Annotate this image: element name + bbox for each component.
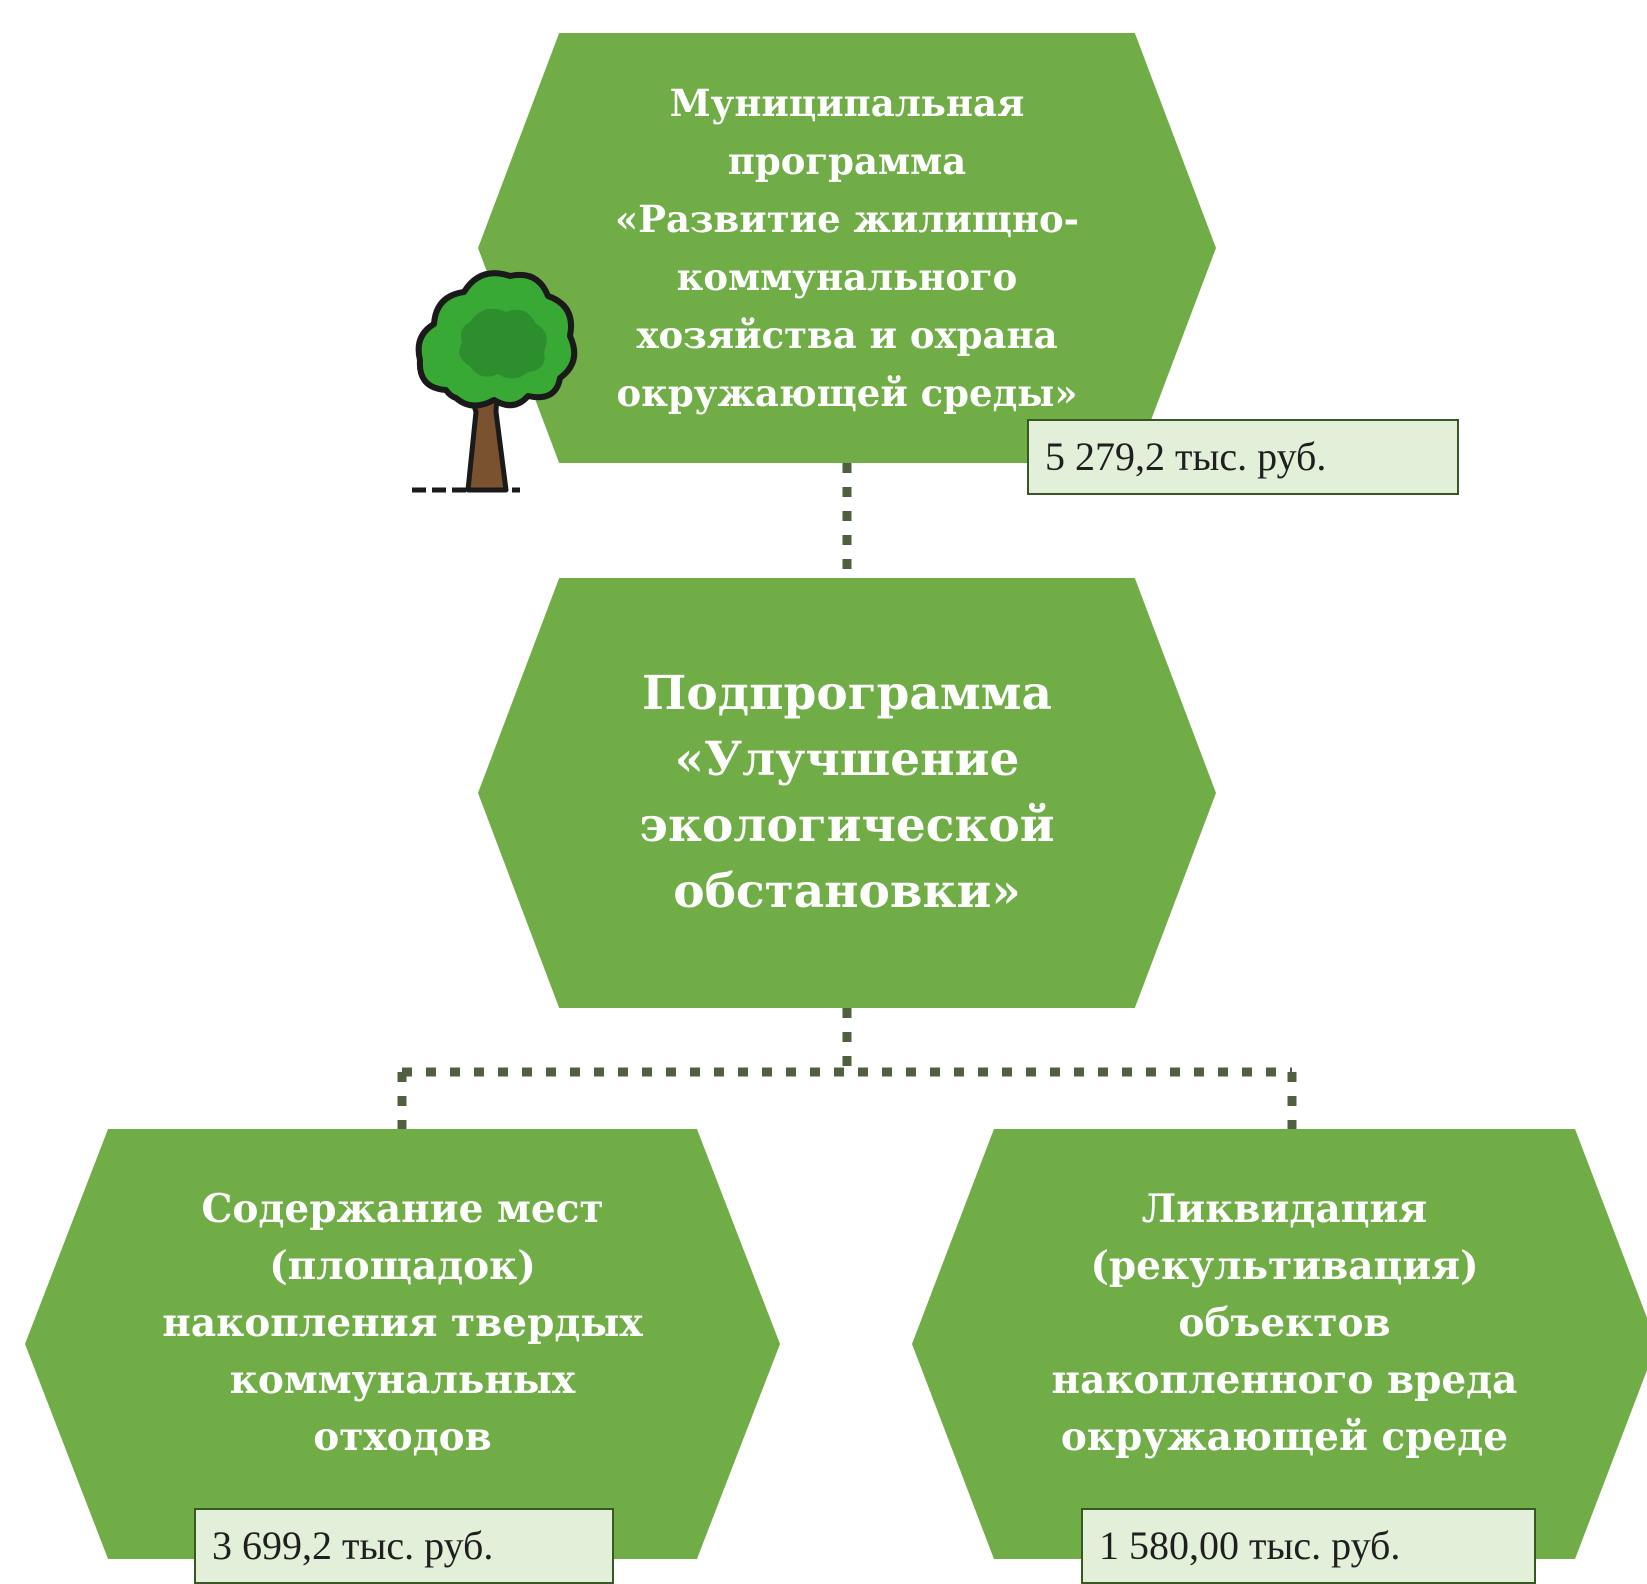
- activity-waste-sites-title: Содержание мест (площадок) накопления тв…: [162, 1185, 643, 1460]
- activity-remediation-title: Ликвидация (рекультивация) объектов нако…: [1051, 1185, 1518, 1460]
- program-hexagon: Муниципальная программа «Развитие жилищн…: [478, 33, 1216, 463]
- program-amount-badge: 5 279,2 тыс. руб.: [1027, 419, 1459, 495]
- activity-remediation-hexagon: Ликвидация (рекультивация) объектов нако…: [912, 1129, 1647, 1559]
- tree-icon: [412, 270, 578, 493]
- subprogram-hexagon: Подпрограмма «Улучшение экологической об…: [478, 578, 1216, 1008]
- activity-waste-sites-amount-badge: 3 699,2 тыс. руб.: [194, 1508, 614, 1584]
- activity-waste-sites-hexagon: Содержание мест (площадок) накопления тв…: [25, 1129, 780, 1559]
- activity-remediation-amount-badge: 1 580,00 тыс. руб.: [1081, 1508, 1536, 1584]
- program-title: Муниципальная программа «Развитие жилищн…: [615, 81, 1079, 415]
- subprogram-title: Подпрограмма «Улучшение экологической об…: [639, 666, 1055, 919]
